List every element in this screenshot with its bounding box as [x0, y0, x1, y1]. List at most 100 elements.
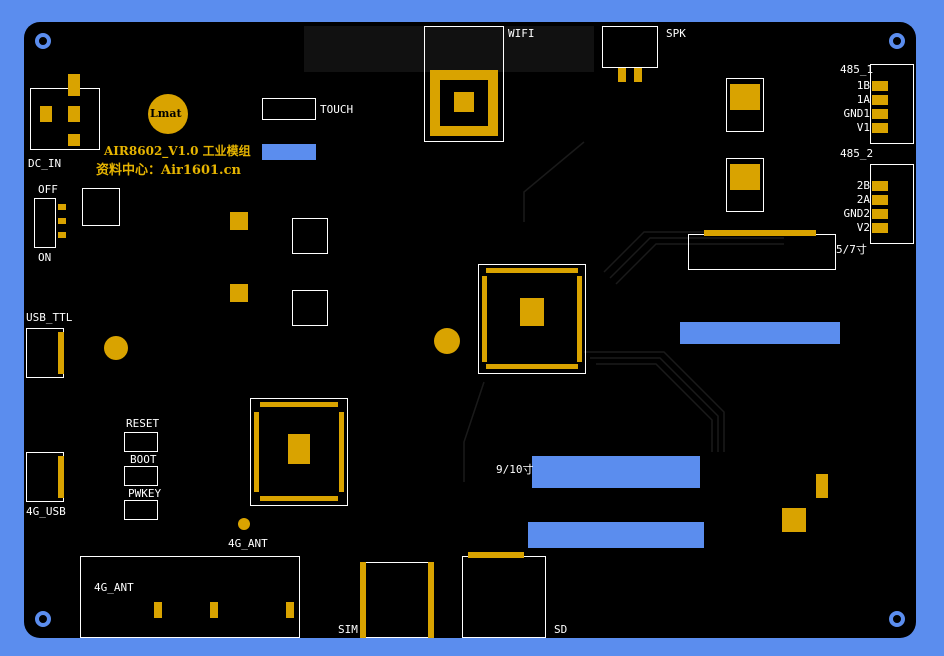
dc-pad-4: [68, 134, 80, 146]
spk-pad-2: [634, 68, 642, 82]
mount-hole-bl: [32, 608, 54, 630]
trace-layer: [304, 26, 784, 482]
usb-4g-pad: [58, 456, 64, 498]
touch-connector: [262, 98, 316, 120]
board-resource: 资料中心：Air1601.cn: [96, 163, 241, 178]
label-ant-4g-box: 4G_ANT: [94, 581, 134, 594]
mcu-chip: [478, 264, 586, 374]
lcd-57-pads: [704, 230, 816, 236]
label-usb-ttl: USB_TTL: [26, 311, 73, 324]
cutout-lcd-mid: [532, 456, 700, 488]
sim-pad-2: [428, 562, 434, 638]
label-usb-4g: 4G_USB: [26, 505, 66, 518]
lcd-57-connector: [688, 234, 836, 270]
rs485-pin-label: 2B: [856, 179, 870, 192]
sim-slot: [360, 562, 434, 638]
sim-pad-1: [360, 562, 366, 638]
rs485-pin-label: 1A: [856, 93, 870, 106]
label-lcd-57: 5/7寸: [836, 243, 867, 256]
spk-pad-1: [618, 68, 626, 82]
module-4g-pad-right: [339, 412, 344, 492]
mcu-pad-left: [482, 276, 487, 362]
label-sim: SIM: [338, 623, 358, 636]
dc-pad-3: [68, 106, 80, 122]
cutout-lcd-bottom: [528, 522, 704, 548]
label-dc-in: DC_IN: [28, 157, 62, 170]
label-485-1: 485_1: [840, 63, 874, 76]
speaker-connector: [602, 26, 658, 68]
mcu-pad-bottom: [486, 364, 578, 369]
rs485-pin-label: GND1: [843, 107, 871, 120]
ant-pad-3: [286, 602, 294, 618]
rs485-pin-pad: [872, 181, 888, 191]
mount-hole-br: [886, 608, 908, 630]
sd-pads: [468, 552, 524, 558]
cap-1: [104, 336, 128, 360]
rs485-pin-pad: [872, 95, 888, 105]
rs485-pin-pad: [872, 81, 888, 91]
dc-pad-2: [68, 74, 80, 96]
label-lcd-910: 9/10寸: [496, 463, 534, 476]
rs485-1-isolator-core: [730, 84, 760, 110]
rs485-pin-pad: [872, 223, 888, 233]
mount-hole-tl: [32, 30, 54, 52]
inductor-1: [82, 188, 120, 226]
module-4g-pad-top: [260, 402, 338, 407]
label-off: OFF: [38, 183, 58, 196]
dc-in-connector: [30, 88, 100, 150]
pcb-board: Lmat AIR8602_V1.0 工业模组 资料中心：Air1601.cn D…: [24, 22, 916, 638]
rs485-pin-pad: [872, 209, 888, 219]
ant-4g-connector: [238, 518, 250, 530]
mcu-pad-top: [486, 268, 578, 273]
module-4g-core: [288, 434, 310, 464]
mcu-pad-right: [577, 276, 582, 362]
reset-button[interactable]: [124, 432, 158, 452]
logo-text: Lmat: [150, 107, 182, 120]
rs485-1-isolator: [726, 78, 764, 132]
label-ant-4g: 4G_ANT: [228, 537, 268, 550]
buzzer: [434, 328, 460, 354]
ant-4g-area: [80, 556, 300, 638]
label-on: ON: [38, 251, 52, 264]
module-4g-pad-left: [254, 412, 259, 492]
label-485-2: 485_2: [840, 147, 874, 160]
rs485-2-isolator: [726, 158, 764, 212]
rs485-pin-label: GND2: [843, 207, 871, 220]
module-4g: [250, 398, 348, 506]
rs485-pin-label: 1B: [856, 79, 870, 92]
rs485-2-terminal: [870, 164, 914, 244]
dc-pad-1: [40, 106, 52, 122]
rs485-pin-pad: [872, 109, 888, 119]
sd-slot: [462, 556, 546, 638]
label-wifi: WIFI: [508, 27, 535, 40]
pwkey-button[interactable]: [124, 500, 158, 520]
wifi-core: [454, 92, 474, 112]
brand-logo: Lmat: [148, 94, 188, 134]
inductor-2: [292, 218, 328, 254]
rs485-1-terminal: [870, 64, 914, 144]
label-reset: RESET: [126, 417, 160, 430]
mount-hole-tr: [886, 30, 908, 52]
power-ic: [816, 474, 828, 498]
wifi-module: [424, 26, 504, 142]
rs485-pin-pad: [872, 123, 888, 133]
ant-pad-2: [210, 602, 218, 618]
rs485-pin-label: V1: [856, 121, 870, 134]
label-spk: SPK: [666, 27, 686, 40]
boot-button[interactable]: [124, 466, 158, 486]
ethernet-phy: [782, 508, 806, 532]
ant-pad-1: [154, 602, 162, 618]
label-sd: SD: [554, 623, 568, 636]
switch-pad-1: [58, 204, 66, 210]
cutout-lcd-right: [680, 322, 840, 344]
rs485-2-isolator-core: [730, 164, 760, 190]
usb-ttl-pad: [58, 332, 64, 374]
switch-pad-3: [58, 232, 66, 238]
rs485-pin-pad: [872, 195, 888, 205]
power-switch: [34, 198, 56, 248]
board-title: AIR8602_V1.0 工业模组: [104, 144, 251, 158]
mcu-core: [520, 298, 544, 326]
rs485-pin-label: V2: [856, 221, 870, 234]
regulator-1: [230, 212, 248, 230]
regulator-2: [230, 284, 248, 302]
